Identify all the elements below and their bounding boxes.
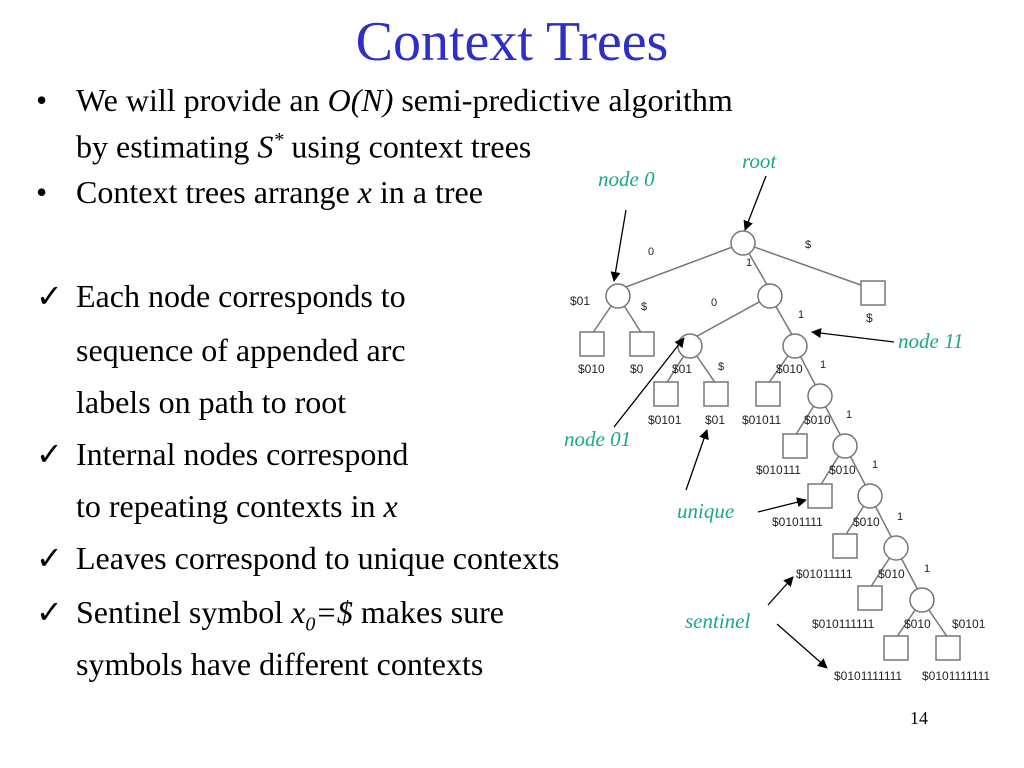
leaf-label: $ — [866, 311, 873, 325]
bullet-text: Internal nodes correspond — [76, 434, 408, 474]
edge-label: 1 — [846, 409, 852, 421]
node-111 — [807, 383, 833, 409]
bullet-text-part: makes sure — [352, 594, 504, 630]
bullet-text: Sentinel symbol x0=$ makes sure — [76, 592, 504, 644]
leaf-label: $01011111 — [796, 567, 853, 581]
node-label: $010 — [904, 617, 931, 631]
bullet-text-part: 0 — [305, 613, 316, 636]
node-label: $0101 — [952, 617, 986, 631]
bullet-text: sequence of appended arc — [76, 330, 406, 370]
node-label: $01 — [672, 362, 692, 376]
edge-label: 1 — [897, 511, 903, 523]
leaf-labels: $ $010 $0 $0101 $01 $01011 $010111 $0101… — [578, 311, 990, 683]
node-label: $010 — [776, 362, 803, 376]
node-1111111 — [909, 587, 935, 613]
edge-label: $ — [718, 361, 724, 373]
edge-label: 1 — [798, 309, 804, 321]
bullet-icon: • — [36, 82, 48, 118]
bullet-text: by estimating S* using context trees — [76, 120, 531, 167]
root-node — [730, 230, 756, 256]
edge-labels: 0 1 $ $ 0 1 $ 1 1 1 1 1 — [641, 239, 930, 575]
node-0 — [605, 283, 631, 309]
bullet-text-part: labels on path to root — [76, 384, 347, 420]
bullet-text: symbols have different contexts — [76, 644, 483, 684]
bullet-text-part: We will provide an — [76, 82, 328, 118]
callouts: root node 0 node 11 node 01 unique senti… — [564, 149, 964, 633]
bullet-text-part: Context trees arrange — [76, 174, 358, 210]
node-labels: $01 $01 $010 $010 $010 $010 $010 $010 $0… — [570, 294, 986, 631]
node-1 — [757, 283, 783, 309]
callout-root: root — [742, 149, 777, 173]
check-icon: ✓ — [36, 278, 63, 314]
edge-label: 1 — [872, 459, 878, 471]
bullet-text-part: Internal nodes correspond — [76, 436, 409, 472]
node-11 — [782, 333, 808, 359]
bullet-text-part: semi-predictive algorithm — [393, 82, 733, 118]
callout-node-11: node 11 — [898, 329, 964, 353]
leaf-label: $0101 — [648, 413, 682, 427]
bullet-text: Context trees arrange x in a tree — [76, 172, 483, 212]
bullet-text: Each node corresponds to — [76, 276, 406, 316]
edge-label: $ — [805, 239, 811, 251]
bullet-text-part: x — [383, 488, 398, 524]
node-11111 — [857, 483, 883, 509]
edge-label: 1 — [746, 257, 752, 269]
bullet-text-part: O(N) — [327, 82, 394, 118]
bullet-text-part: in a tree — [371, 174, 483, 210]
bullet-text-part: Each node corresponds to — [76, 278, 406, 314]
leaf-label: $01011 — [742, 413, 781, 427]
bullet-text-part: using context trees — [283, 128, 532, 165]
node-label: $010 — [853, 515, 880, 529]
bullet-text: We will provide an O(N) semi-predictive … — [76, 80, 733, 120]
node-label: $010 — [878, 567, 905, 581]
node-label: $010 — [829, 463, 856, 477]
leaf-label: $010111111 — [812, 617, 875, 631]
leaf-label: $010 — [578, 362, 605, 376]
edge-label: 0 — [648, 246, 654, 258]
bullet-text-part: sequence of appended arc — [76, 332, 406, 368]
bullet-text-part: x — [291, 594, 306, 630]
callout-node-0: node 0 — [598, 167, 655, 191]
bullet-text-part: =$ — [315, 594, 353, 630]
bullet-text-part: symbols have different contexts — [76, 646, 484, 682]
leaf-label: $0101111111 — [834, 669, 902, 683]
check-icon: ✓ — [36, 540, 63, 576]
edge-label: $ — [641, 301, 647, 313]
node-111111 — [883, 535, 909, 561]
edge-label: 1 — [924, 563, 930, 575]
bullet-text-part: Sentinel symbol — [76, 594, 292, 630]
node-01 — [677, 333, 703, 359]
bullet-text-part: to repeating contexts in — [76, 488, 384, 524]
callout-node-01: node 01 — [564, 427, 631, 451]
leaf-label: $01 — [705, 413, 725, 427]
bullet-text-part: * — [273, 129, 284, 151]
node-label: $01 — [570, 294, 590, 308]
page-number: 14 — [910, 708, 928, 728]
node-1111 — [832, 433, 858, 459]
bullet-text: to repeating contexts in x — [76, 486, 398, 526]
slide-title: Context Trees — [355, 11, 669, 73]
leaf-label: $0 — [630, 362, 644, 376]
check-icon: ✓ — [36, 436, 63, 472]
callout-unique: unique — [677, 499, 734, 523]
bullet-icon: • — [36, 174, 48, 210]
bullet-text-part: by estimating — [76, 128, 258, 165]
leaf-label: $0101111111 — [922, 669, 990, 683]
bullet-text-part: x — [357, 174, 372, 210]
bullet-text: Leaves correspond to unique contexts — [76, 538, 559, 578]
bullet-text-part: S — [257, 128, 274, 165]
leaf-label: $010111 — [756, 463, 801, 477]
edge-label: 0 — [711, 297, 717, 309]
edge-label: 1 — [820, 359, 826, 371]
callout-sentinel: sentinel — [685, 609, 750, 633]
bullet-text: labels on path to root — [76, 382, 346, 422]
check-icon: ✓ — [36, 594, 63, 630]
node-label: $010 — [804, 413, 831, 427]
bullet-text-part: Leaves correspond to unique contexts — [76, 540, 560, 576]
leaf-nodes — [579, 280, 961, 661]
callout-arrows — [610, 175, 895, 669]
leaf-label: $0101111 — [772, 515, 823, 529]
